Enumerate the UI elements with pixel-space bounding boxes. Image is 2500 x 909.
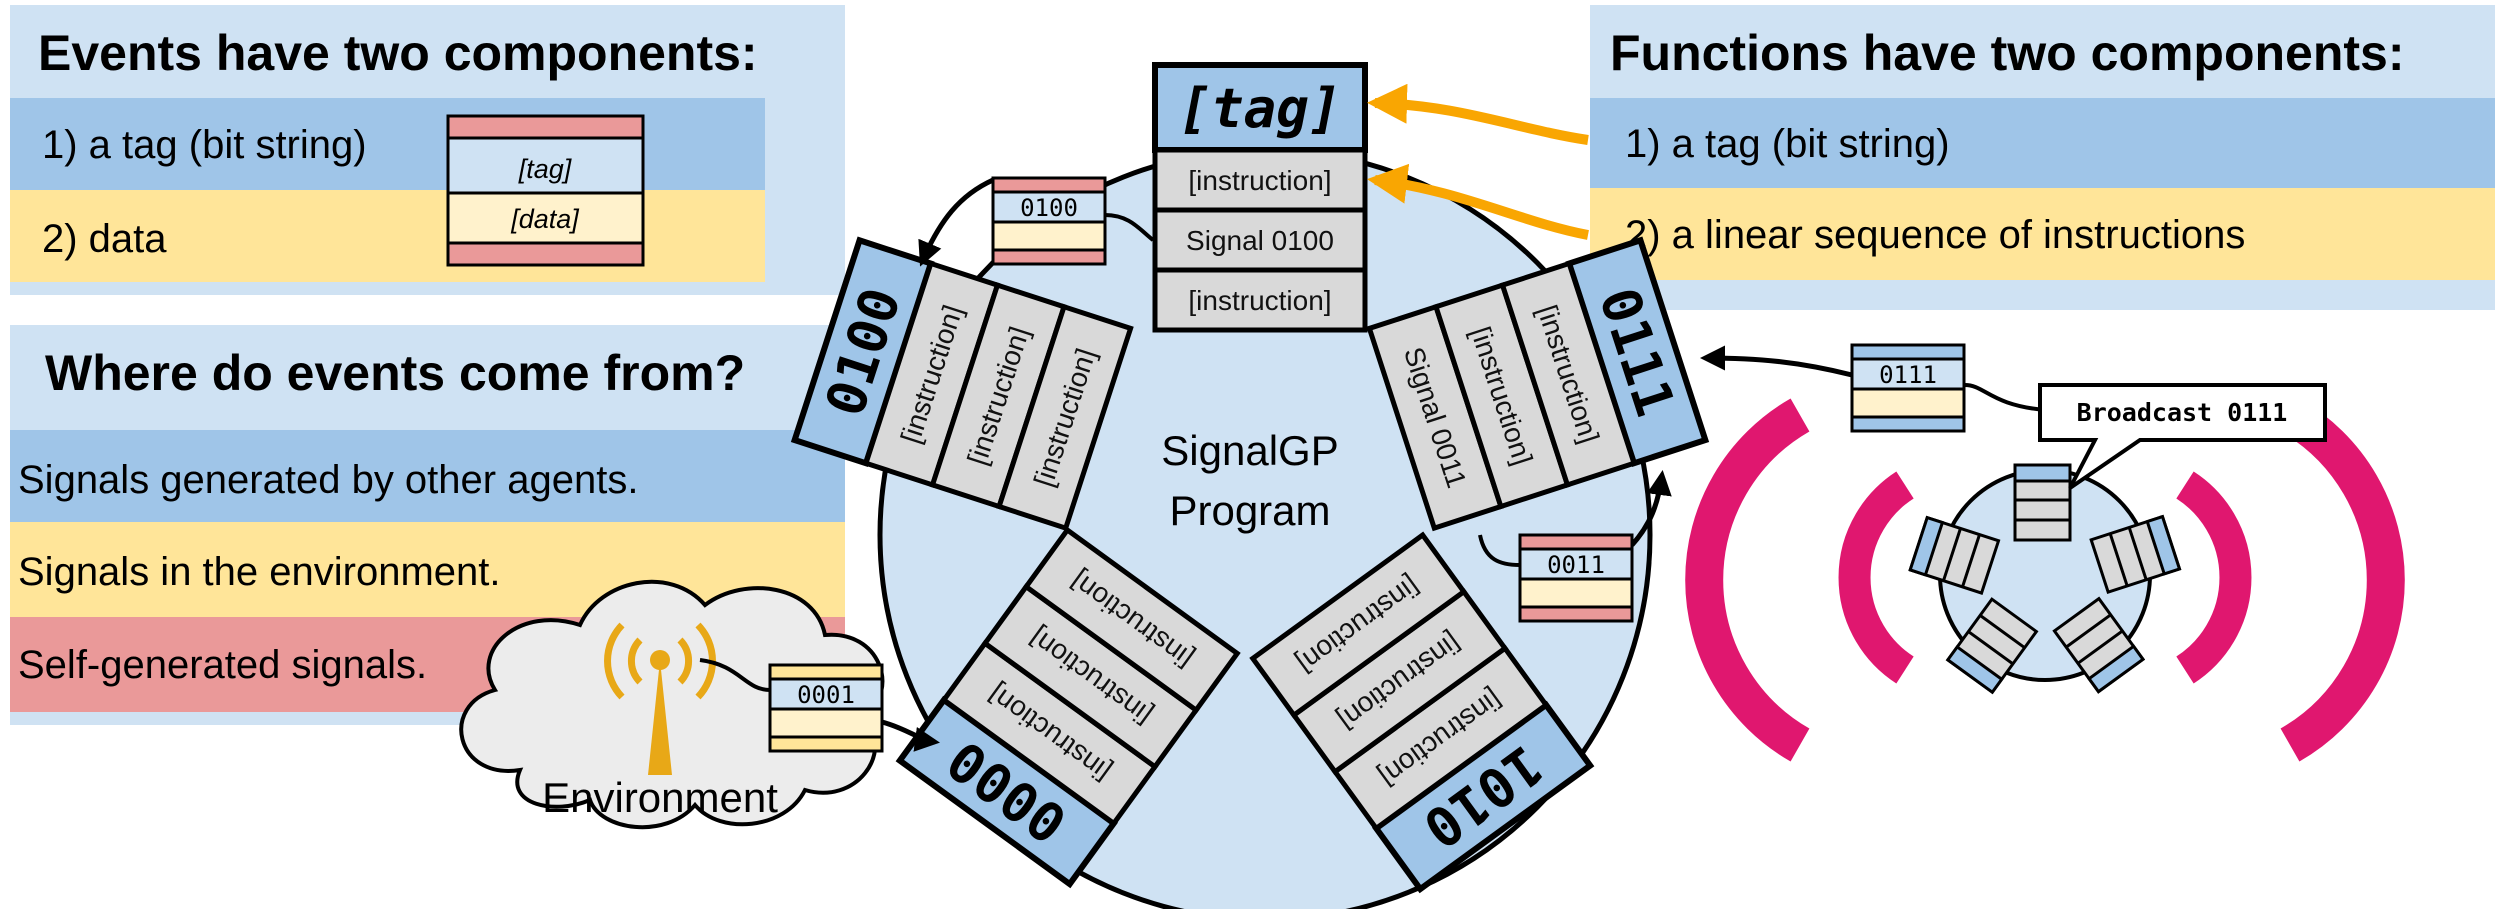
event-structure-icon: [tag] [data] (446, 114, 645, 267)
signal-0001-link (699, 658, 771, 692)
function-1010: 1010 [instruction] [instruction] [instru… (1249, 531, 1595, 894)
functions-row-instructions: 2) a linear sequence of instructions (1625, 213, 2245, 257)
source-environment: Signals in the environment. (18, 550, 501, 594)
event-0011: 0011 (1518, 533, 1634, 623)
signal-0111-link (1964, 383, 2046, 412)
signal-0100-link (1104, 213, 1155, 242)
event-data-label: [data] (510, 204, 580, 234)
broadcast-wave (1838, 471, 1914, 684)
source-agents: Signals generated by other agents. (18, 458, 638, 502)
signal-0011-link (1478, 534, 1521, 567)
agent-function-icon (2089, 514, 2182, 595)
program-label-line1: SignalGP (1161, 427, 1338, 474)
broadcast-wave (2176, 471, 2252, 684)
tag-explainer-arrow (1367, 83, 1589, 145)
instructions-explainer-arrow (1367, 163, 1589, 240)
function-0111: 0111 [instruction] [instruction] Signal … (1366, 236, 1710, 532)
function-top-instruction: [instruction] (1188, 285, 1331, 316)
signal-0100-arrow (918, 177, 995, 267)
environment-cloud: Environment (459, 579, 885, 830)
functions-panel-title: Functions have two components: (1610, 25, 2404, 81)
source-self: Self-generated signals. (18, 643, 427, 687)
signal-0001-arrow (881, 719, 940, 752)
event-0111: 0111 (1850, 343, 1966, 433)
broadcast-wave (2280, 398, 2405, 762)
sources-panel-title: Where do events come from? (45, 345, 745, 401)
event-0100: 0100 (991, 176, 1107, 266)
functions-row-tag: 1) a tag (bit string) (1625, 122, 1950, 166)
program-label-line2: Program (1169, 487, 1330, 534)
agent-function-icon (2052, 596, 2146, 694)
event-0011-tag: 0011 (1547, 551, 1605, 579)
event-0001: 0001 (768, 663, 884, 753)
event-0111-tag: 0111 (1879, 361, 1937, 389)
event-tag-label: [tag] (518, 154, 573, 184)
agent-function-icon (2013, 463, 2072, 542)
environment-label: Environment (542, 774, 778, 821)
events-panel-title: Events have two components: (38, 25, 758, 81)
events-row-data: 2) data (42, 217, 167, 261)
event-0100-tag: 0100 (1020, 194, 1078, 222)
function-top-instruction: [instruction] (1188, 165, 1331, 196)
other-agent: Broadcast 0111 (1685, 383, 2405, 762)
functions-panel: Functions have two components: 1) a tag … (1590, 5, 2495, 310)
events-panel: Events have two components: 1) a tag (bi… (10, 5, 845, 295)
function-top-tag: [tag] (1179, 77, 1342, 140)
agent-function-icon (1945, 597, 2039, 695)
signal-0111-arrow (1700, 345, 1853, 378)
broadcast-callout: Broadcast 0111 (2038, 383, 2327, 490)
signal-0011-arrow (1630, 470, 1672, 547)
agent-function-icon (1908, 515, 2001, 595)
event-0001-tag: 0001 (797, 681, 855, 709)
function-top-instruction: Signal 0100 (1186, 225, 1334, 256)
events-row-tag: 1) a tag (bit string) (42, 123, 367, 167)
function-top: [tag] [instruction] Signal 0100 [instruc… (1152, 62, 1368, 333)
broadcast-label: Broadcast 0111 (2077, 398, 2288, 427)
broadcast-wave (1685, 398, 1810, 762)
